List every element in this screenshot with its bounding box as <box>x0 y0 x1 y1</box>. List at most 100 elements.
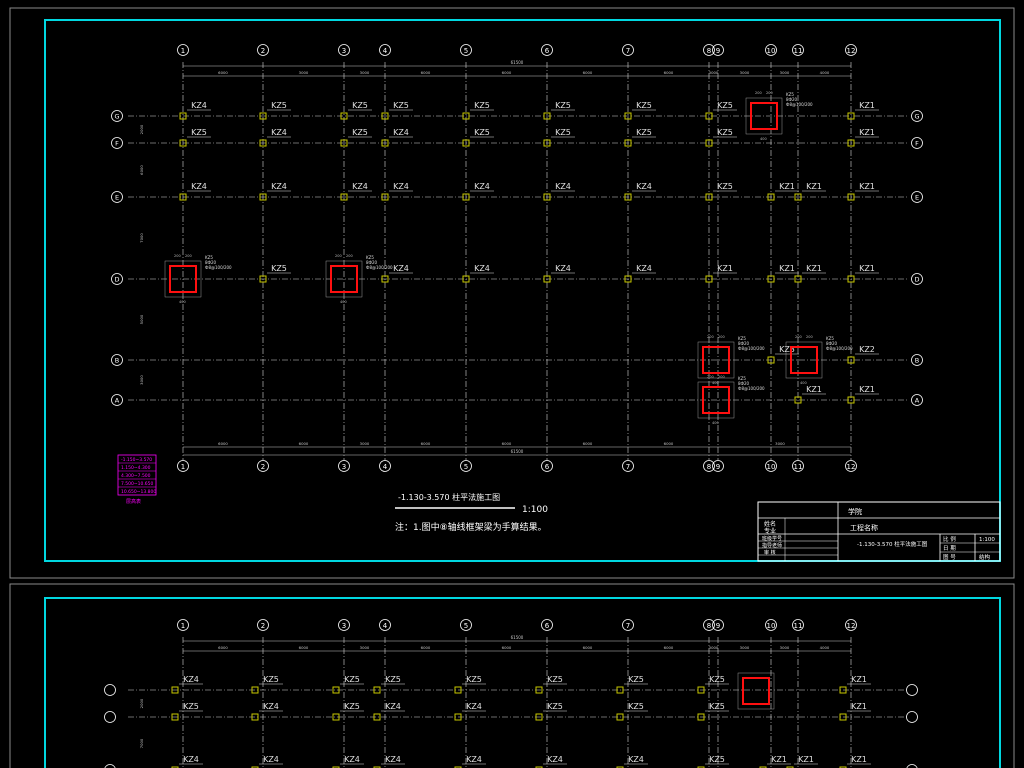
column-marker <box>624 193 632 201</box>
column-marker <box>381 112 389 120</box>
column-marker <box>381 139 389 147</box>
column-marker <box>259 275 267 283</box>
column-tag-G: KZ5 <box>474 101 490 110</box>
tb-type-value: 结构 <box>979 553 991 561</box>
dim-top-seg: 3000 <box>740 645 750 650</box>
section-stirrup: Ф8@100/200 <box>366 265 393 270</box>
column-marker <box>381 275 389 283</box>
section-dim: 400 <box>340 300 347 304</box>
section-dim: 200 <box>335 254 342 258</box>
column-marker <box>794 396 802 404</box>
column-tag-D: KZ1 <box>806 264 822 273</box>
title-block: 学院 工程名称 姓名 专业 班级学号 指导老师 审 核 -1.130-3.570… <box>757 501 1001 562</box>
axis-bubble-top <box>379 44 391 56</box>
column-tag-F2: KZ5 <box>709 702 725 711</box>
column-tag-G2: KZ1 <box>851 675 867 684</box>
column-tag-D: KZ4 <box>393 264 409 273</box>
axis-bubble-top <box>177 44 189 56</box>
column-marker <box>332 766 340 768</box>
tb-row-review: 审 核 <box>764 549 776 556</box>
axis-label-top: 12 <box>847 47 856 55</box>
axis-label-bottom: 5 <box>464 463 468 471</box>
column-tag-E2: KZ4 <box>628 755 644 764</box>
section-stirrup: Ф8@100/200 <box>826 346 853 351</box>
column-tag-E2: KZ4 <box>263 755 279 764</box>
axis-label-row: A <box>915 397 920 405</box>
column-marker <box>847 356 855 364</box>
column-marker <box>767 193 775 201</box>
column-tag-G: KZ5 <box>717 101 733 110</box>
dim-top-seg: 3000 <box>299 70 309 75</box>
drawing-title: -1.130-3.570 柱平法施工图 <box>398 492 500 502</box>
column-marker <box>839 766 847 768</box>
axis-bubble-bottom <box>257 460 269 472</box>
column-tag-G2: KZ5 <box>709 675 725 684</box>
axis-bubble-top <box>460 619 472 631</box>
axis-bubble-top <box>257 619 269 631</box>
column-tag-F2: KZ4 <box>263 702 279 711</box>
dim-left-seg: 6000 <box>139 165 144 175</box>
legend-line-1: -1.150~3.570 <box>121 457 152 463</box>
column-section-outline <box>325 260 363 298</box>
dim-top-total: 61500 <box>511 635 524 640</box>
axis-bubble-row <box>111 110 123 122</box>
column-marker <box>616 686 624 694</box>
section-dim: 200 <box>174 254 181 258</box>
column-tag-D: KZ1 <box>859 264 875 273</box>
tb-row-major: 专业 <box>764 527 776 535</box>
column-section-box <box>750 102 778 130</box>
column-section-outline <box>745 97 783 135</box>
column-marker <box>259 112 267 120</box>
column-tag-G2: KZ5 <box>385 675 401 684</box>
column-tag-E2: KZ4 <box>344 755 360 764</box>
dim-left-seg: 2000 <box>139 698 144 708</box>
column-marker <box>847 193 855 201</box>
legend-heading: 层高表 <box>126 498 141 505</box>
column-tag-E: KZ5 <box>717 182 733 191</box>
axis-label-top: 8 <box>707 622 711 630</box>
tb-date-label: 日 期 <box>943 545 956 552</box>
column-marker <box>839 713 847 721</box>
column-tag-F: KZ1 <box>859 128 875 137</box>
tb-scale-value: 1:100 <box>979 537 995 543</box>
axis-bubble-row <box>911 354 923 366</box>
section-label: KZ5 <box>786 92 794 97</box>
column-section-outline <box>697 381 735 419</box>
section-rebar: 8Ф20 <box>366 260 378 265</box>
column-tag-F: KZ4 <box>393 128 409 137</box>
column-tag-F2: KZ5 <box>628 702 644 711</box>
dim-top-seg: 6000 <box>583 645 593 650</box>
tb-scale-label: 比 例 <box>943 535 956 543</box>
axis-label-top: 3 <box>342 47 346 55</box>
column-tag-E2: KZ5 <box>709 755 725 764</box>
section-rebar: 8Ф20 <box>826 341 838 346</box>
column-tag-E: KZ4 <box>191 182 207 191</box>
sheet2-frame <box>9 583 1015 768</box>
dim-left-seg: 5000 <box>139 314 144 324</box>
column-marker <box>373 713 381 721</box>
dim-top-seg: 6000 <box>664 70 674 75</box>
axis-label-top: 8 <box>707 47 711 55</box>
axis-label-top: 10 <box>767 47 776 55</box>
column-marker <box>340 112 348 120</box>
axis-bubble-row <box>111 191 123 203</box>
axis-bubble-top <box>712 44 724 56</box>
column-marker <box>381 193 389 201</box>
column-marker <box>340 193 348 201</box>
column-section-box <box>742 677 770 705</box>
axis-bubble-top <box>792 44 804 56</box>
axis-label-row: A <box>115 397 120 405</box>
section-dim: 200 <box>707 335 714 339</box>
dim-top-total: 61500 <box>511 60 524 65</box>
axis-bubble-top <box>257 44 269 56</box>
dim-top-seg: 3000 <box>360 70 370 75</box>
axis-label-top: 10 <box>767 622 776 630</box>
column-tag-A: KZ1 <box>859 385 875 394</box>
dim-top-seg: 6000 <box>218 645 228 650</box>
column-tag-G2: KZ5 <box>344 675 360 684</box>
column-tag-E2: KZ4 <box>466 755 482 764</box>
column-marker <box>454 766 462 768</box>
column-marker <box>767 275 775 283</box>
section-dim: 200 <box>718 375 725 379</box>
dim-top-seg: 3000 <box>780 645 790 650</box>
